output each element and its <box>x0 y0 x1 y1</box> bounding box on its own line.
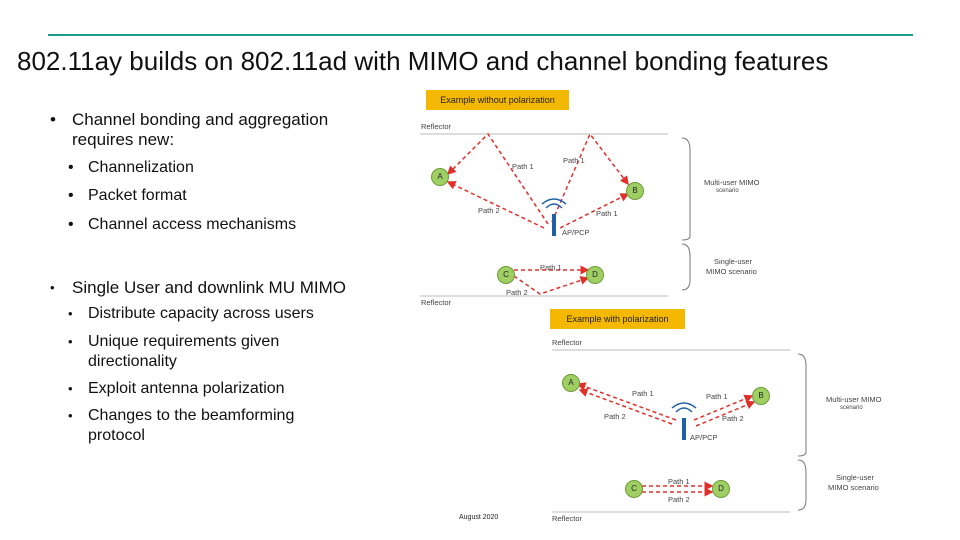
reflector-label: Reflector <box>552 514 583 523</box>
mu-label-sub: scenario <box>840 405 863 411</box>
sub-bullet: • Channelization <box>68 158 194 178</box>
mu-bracket <box>797 353 807 457</box>
bullet-icon: • <box>68 216 74 233</box>
bullet-icon: • <box>68 408 73 423</box>
path-label: Path 1 <box>632 389 654 398</box>
signal-paths-top <box>446 132 630 295</box>
node-d: D <box>586 266 604 284</box>
tag-without-polarization: Example without polarization <box>426 90 569 110</box>
path-label: Path 1 <box>563 156 585 165</box>
path-label: Path 1 <box>512 162 534 171</box>
node-b: B <box>752 387 770 405</box>
su-bracket <box>797 459 807 511</box>
bullet-icon: • <box>50 110 56 129</box>
path-label: Path 1 <box>668 477 690 486</box>
node-a: A <box>562 374 580 392</box>
bullet-text: Single User and downlink MU MIMO <box>72 278 346 297</box>
footer-date: August 2020 <box>459 514 499 521</box>
sub-bullet-text: Exploit antenna polarization <box>88 380 285 397</box>
su-label: Single-user <box>836 473 874 482</box>
sub-bullet-text: Changes to the beamforming protocol <box>88 407 295 444</box>
mu-label: Multi-user MIMO <box>826 395 882 404</box>
ap-icon <box>671 402 697 440</box>
su-bracket <box>681 243 691 291</box>
signal-paths-bottom <box>576 382 756 497</box>
mu-label: Multi-user MIMO <box>704 178 760 187</box>
tag-with-polarization: Example with polarization <box>550 309 685 329</box>
reflector-label: Reflector <box>421 298 452 307</box>
sub-bullet-text: Channel access mechanisms <box>88 216 297 233</box>
node-d: D <box>712 480 730 498</box>
sub-bullet: • Distribute capacity across users <box>68 304 314 324</box>
path-label: Path 1 <box>706 392 728 401</box>
bullet-icon: • <box>50 280 55 295</box>
sub-bullet: • Packet format <box>68 186 187 206</box>
su-label-sub: MIMO scenario <box>706 267 757 276</box>
sub-bullet-text: Distribute capacity across users <box>88 305 314 322</box>
sub-bullet-text: Unique requirements given directionality <box>88 333 280 370</box>
ap-label: AP/PCP <box>690 433 718 442</box>
sub-bullet: • Unique requirements given directionali… <box>68 332 328 372</box>
sub-bullet: • Exploit antenna polarization <box>68 379 285 399</box>
sub-bullet: • Channel access mechanisms <box>68 215 297 235</box>
su-label-sub: MIMO scenario <box>828 483 879 492</box>
node-c: C <box>497 266 515 284</box>
bullet-channel-bonding: • Channel bonding and aggregation requir… <box>50 110 372 150</box>
ap-label: AP/PCP <box>562 228 590 237</box>
bullet-icon: • <box>68 187 74 204</box>
path-label: Path 2 <box>478 206 500 215</box>
reflector-label: Reflector <box>421 122 452 131</box>
sub-bullet: • Changes to the beamforming protocol <box>68 406 338 446</box>
ap-icon <box>541 198 567 236</box>
path-label: Path 2 <box>604 412 626 421</box>
su-label: Single-user <box>714 257 752 266</box>
path-label: Path 2 <box>668 495 690 504</box>
bullet-mu-mimo: • Single User and downlink MU MIMO <box>50 278 372 298</box>
bullet-icon: • <box>68 334 73 349</box>
node-b: B <box>626 182 644 200</box>
path-label: Path 2 <box>722 414 744 423</box>
bullet-text: Channel bonding and aggregation requires… <box>72 110 329 149</box>
path-label: Path 1 <box>540 263 562 272</box>
bullet-icon: • <box>68 306 73 321</box>
path-label: Path 1 <box>596 209 618 218</box>
path-label: Path 2 <box>506 288 528 297</box>
title-underline <box>48 34 913 36</box>
mu-bracket <box>681 137 691 241</box>
mu-label-sub: scenario <box>716 188 739 194</box>
sub-bullet-text: Packet format <box>88 187 187 204</box>
bullet-icon: • <box>68 381 73 396</box>
sub-bullet-text: Channelization <box>88 159 194 176</box>
reflector-label: Reflector <box>552 338 583 347</box>
node-c: C <box>625 480 643 498</box>
slide-title: 802.11ay builds on 802.11ad with MIMO an… <box>17 46 829 76</box>
bullet-icon: • <box>68 159 74 176</box>
node-a: A <box>431 168 449 186</box>
